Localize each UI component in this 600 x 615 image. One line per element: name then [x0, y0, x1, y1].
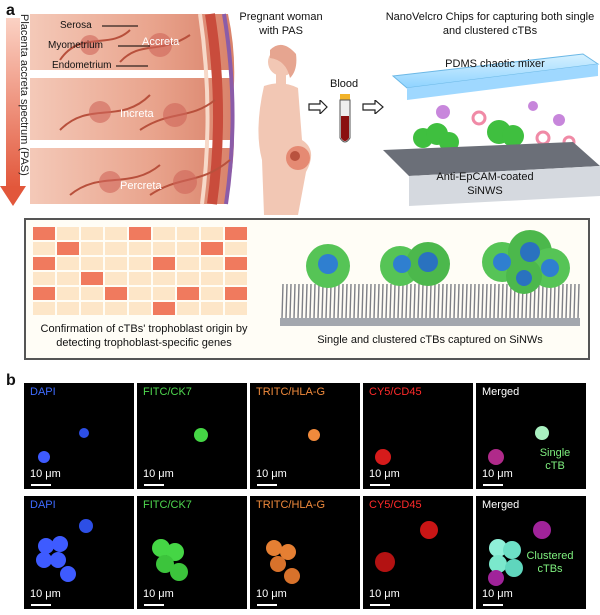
- scale-bar: [483, 604, 503, 606]
- blood-label: Blood: [330, 78, 358, 90]
- invasion-accreta: Accreta: [142, 36, 179, 48]
- scale-bar-text: 10 μm: [143, 588, 174, 600]
- capture-label: Single and clustered cTBs captured on Si…: [280, 334, 580, 346]
- scale-bar-text: 10 μm: [256, 588, 287, 600]
- scale-bar: [257, 604, 277, 606]
- scale-bar-text: 10 μm: [369, 588, 400, 600]
- scale-bar-text: 10 μm: [256, 468, 287, 480]
- blood-tube-icon: [337, 94, 353, 146]
- scale-bar: [31, 604, 51, 606]
- scale-bar: [144, 484, 164, 486]
- invasion-increta: Increta: [120, 108, 154, 120]
- gene-expression-heatmap: [32, 226, 252, 326]
- arrow-to-blood-icon: [308, 100, 328, 114]
- tile-tritc-cluster: TRITC/HLA-G 10 μm: [250, 496, 360, 609]
- tile-dapi-single: DAPI 10 μm: [24, 383, 134, 489]
- scale-bar-text: 10 μm: [369, 468, 400, 480]
- tile-merged-single: Merged Single cTB 10 μm: [476, 383, 586, 489]
- scale-bar: [31, 484, 51, 486]
- merged-note-cluster: Clustered cTBs: [518, 550, 582, 576]
- mixer-label: PDMS chaotic mixer: [415, 58, 575, 70]
- scale-bar-text: 10 μm: [482, 588, 513, 600]
- tile-cy5-single: CY5/CD45 10 μm: [363, 383, 473, 489]
- patient-label: Pregnant woman with PAS: [236, 10, 326, 38]
- invasion-percreta: Percreta: [120, 180, 162, 192]
- tissue-layer-myometrium: Myometrium: [48, 40, 103, 51]
- chip-title: NanoVelcro Chips for capturing both sing…: [380, 10, 600, 38]
- tissue-layer-endometrium: Endometrium: [52, 60, 111, 71]
- tile-fitc-cluster: FITC/CK7 10 μm: [137, 496, 247, 609]
- merged-note-single: Single cTB: [530, 447, 580, 473]
- scale-bar: [370, 484, 390, 486]
- tile-fitc-single: FITC/CK7 10 μm: [137, 383, 247, 489]
- scale-bar-text: 10 μm: [30, 468, 61, 480]
- spectrum-label: Placenta accreta spectrum (PAS): [14, 14, 30, 190]
- tile-merged-cluster: Merged Clustered cTBs 10 μm: [476, 496, 586, 609]
- panel-b-label: b: [6, 372, 16, 390]
- captured-cells-illustration: [280, 222, 580, 326]
- pregnant-woman-illustration: [240, 40, 320, 215]
- tile-dapi-cluster: DAPI 10 μm: [24, 496, 134, 609]
- scale-bar: [257, 484, 277, 486]
- substrate-label: Anti-EpCAM-coated SiNWS: [420, 170, 550, 198]
- scale-bar: [483, 484, 503, 486]
- scale-bar-text: 10 μm: [143, 468, 174, 480]
- arrow-to-chip-icon: [362, 100, 384, 114]
- tile-cy5-cluster: CY5/CD45 10 μm: [363, 496, 473, 609]
- scale-bar-text: 10 μm: [482, 468, 513, 480]
- scale-bar-text: 10 μm: [30, 588, 61, 600]
- scale-bar: [144, 604, 164, 606]
- scale-bar: [370, 604, 390, 606]
- confirmation-label: Confirmation of cTBs' trophoblast origin…: [26, 322, 262, 350]
- tile-tritc-single: TRITC/HLA-G 10 μm: [250, 383, 360, 489]
- tissue-layer-serosa: Serosa: [60, 20, 92, 31]
